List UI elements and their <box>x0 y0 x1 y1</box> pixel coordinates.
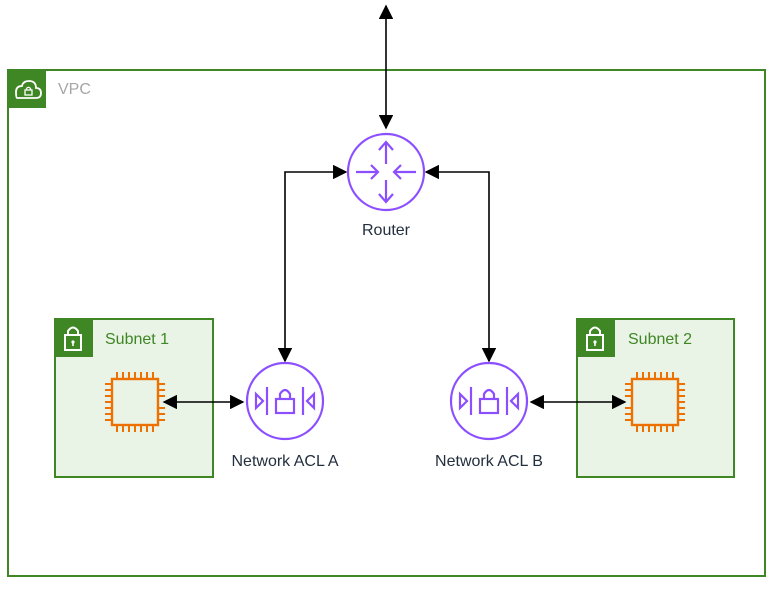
router-node: Router <box>346 132 426 239</box>
router-label: Router <box>362 222 411 239</box>
network-acl-b-label: Network ACL B <box>435 453 543 470</box>
connectors <box>162 4 627 410</box>
padlock-icon <box>55 319 93 357</box>
subnet-1-label: Subnet 1 <box>105 331 169 348</box>
router-icon <box>346 132 426 212</box>
subnet-1-group: Subnet 1 <box>54 318 214 478</box>
subnet-2-group: Subnet 2 <box>576 318 735 478</box>
network-acl-b-node: Network ACL B <box>435 361 543 470</box>
padlock-icon <box>577 319 615 357</box>
network-acl-icon <box>245 361 325 441</box>
connector-router-acl-b <box>424 164 497 363</box>
network-acl-a-node: Network ACL A <box>231 361 339 470</box>
network-acl-icon <box>449 361 529 441</box>
subnet-2-label: Subnet 2 <box>628 331 692 348</box>
cloud-lock-icon <box>8 70 46 108</box>
connector-router-acl-a <box>277 164 348 363</box>
ec2-instance-icon <box>105 372 165 432</box>
ec2-instance-icon <box>625 372 685 432</box>
vpc-label: VPC <box>58 81 91 98</box>
network-acl-a-label: Network ACL A <box>231 453 338 470</box>
